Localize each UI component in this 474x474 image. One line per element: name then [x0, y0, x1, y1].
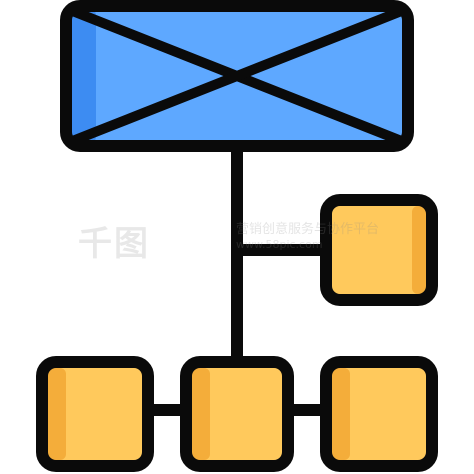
- header-box: [60, 0, 414, 152]
- side-node: [320, 194, 438, 306]
- bottom-node-middle: [180, 356, 294, 472]
- bottom-node-left: [36, 356, 154, 472]
- header-cross-b: [65, 5, 409, 147]
- bottom-node-right: [320, 356, 438, 472]
